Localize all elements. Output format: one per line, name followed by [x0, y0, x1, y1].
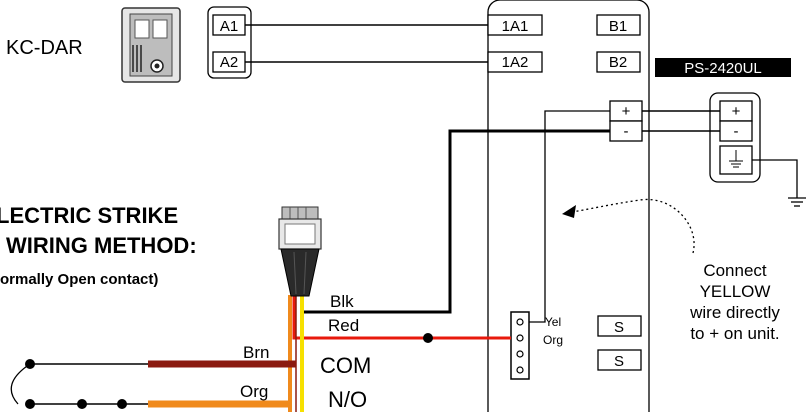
s-terminal-1-box [597, 315, 642, 337]
ps-minus-label: - [734, 123, 739, 140]
red-wire [292, 295, 511, 340]
note-line3: wire directly [689, 303, 780, 322]
red-junction-dot [423, 333, 433, 343]
blk-wire-label: Blk [330, 292, 354, 311]
unit-plus-label: + [622, 103, 631, 120]
note-line2: YELLOW [700, 282, 771, 301]
earth-ground-icon [752, 159, 806, 207]
kc-dar-device-icon [121, 7, 181, 83]
no-label: N/O [328, 387, 367, 412]
output-b1-box [596, 14, 641, 36]
ps-plus-label: + [732, 103, 741, 120]
org-wire-label: Org [240, 382, 268, 401]
strike-title-line1: LECTRIC STRIKE [0, 203, 178, 228]
note-line4: to + on unit. [690, 324, 779, 343]
output-b2-box [596, 51, 641, 73]
yel-pin-label: Yel [545, 315, 561, 329]
switch-contacts [10, 359, 148, 409]
s-terminal-1-label: S [614, 319, 624, 336]
output-b1-label: B1 [609, 18, 627, 35]
electric-strike-connector-icon [278, 206, 322, 297]
input-1a2-label: 1A2 [502, 54, 529, 71]
unit-minus-label: - [624, 123, 629, 140]
brn-wire-label: Brn [243, 343, 269, 362]
red-wire-label: Red [328, 316, 359, 335]
terminal-a2-label: A2 [220, 54, 238, 71]
s-terminal-2-box [597, 349, 642, 371]
black-wire [302, 129, 610, 314]
org-pin-label: Org [543, 333, 563, 347]
note-arrowhead-icon [562, 205, 576, 218]
com-label: COM [320, 353, 371, 378]
ps-ground-symbol-icon [729, 150, 743, 168]
terminal-a1-label: A1 [220, 18, 238, 35]
s-terminal-2-label: S [614, 353, 624, 370]
four-pin-connector [510, 311, 530, 380]
power-supply-label: PS-2420UL [684, 60, 762, 77]
input-1a1-label: 1A1 [502, 18, 529, 35]
strike-title-line2: WIRING METHOD: [6, 233, 197, 258]
power-supply-label-bg [655, 58, 791, 77]
output-b2-label: B2 [609, 54, 627, 71]
yellow-jumper-wire [529, 110, 610, 323]
note-line1: Connect [703, 261, 767, 280]
strike-subtitle: ormally Open contact) [0, 271, 158, 288]
controller-unit [487, 0, 650, 412]
device-label: KC-DAR [6, 37, 83, 59]
